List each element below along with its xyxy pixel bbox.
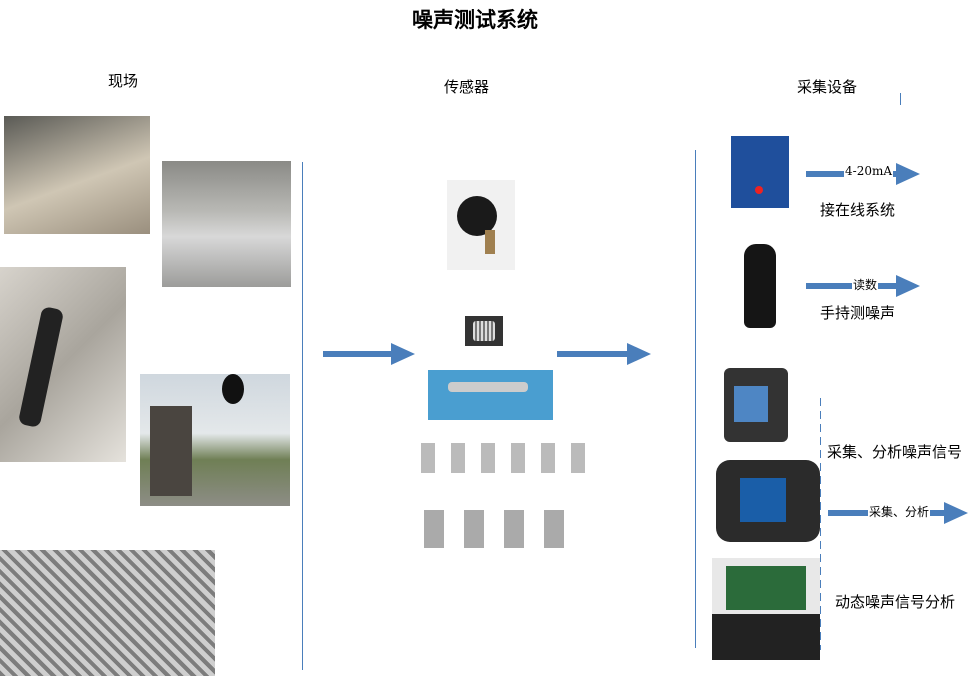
microphone-set-photo xyxy=(428,370,553,420)
arrow-4-20ma: 4-20mA xyxy=(806,163,922,185)
column-label-acquisition: 采集设备 xyxy=(797,78,858,96)
car-interior-photo xyxy=(4,116,150,234)
arrow-acquire-analyze: 采集、分析 xyxy=(828,502,970,524)
column-label-sensor: 传感器 xyxy=(444,78,490,96)
arrow-label: 4-20mA xyxy=(844,164,894,178)
car-engine-test-photo xyxy=(162,161,291,287)
divider-line-left xyxy=(302,162,303,670)
arrow-field-to-sensor xyxy=(323,343,415,365)
page-title: 噪声测试系统 xyxy=(412,7,538,32)
multichannel-analyzer-photo xyxy=(716,460,820,542)
laptop-photo xyxy=(712,558,820,660)
device-caption: 采集、分析噪声信号 xyxy=(827,443,963,461)
microphone-row-photo xyxy=(415,443,595,473)
column-label-field: 现场 xyxy=(108,72,139,90)
microphone-capsule-photo xyxy=(465,316,503,346)
microphone-large-row-photo xyxy=(420,510,570,548)
sound-level-meter-photo xyxy=(744,244,776,328)
engine-microphone-photo xyxy=(0,267,126,462)
dashed-bracket-line xyxy=(820,398,821,650)
arrow-sensor-to-acquisition xyxy=(557,343,651,365)
divider-line-right xyxy=(695,150,696,648)
device-caption: 动态噪声信号分析 xyxy=(835,593,956,611)
device-caption: 接在线系统 xyxy=(820,201,896,219)
divider-tick xyxy=(900,93,901,105)
arrow-reading: 读数 xyxy=(806,275,922,297)
sound-conditioner-photo xyxy=(731,136,789,208)
portable-analyzer-photo xyxy=(724,368,788,442)
arrow-label: 读数 xyxy=(852,276,879,293)
microphone-windscreen-photo xyxy=(447,180,515,270)
outdoor-noise-monitor-photo xyxy=(140,374,290,506)
anechoic-chamber-photo xyxy=(0,550,215,676)
arrow-label: 采集、分析 xyxy=(868,503,931,520)
device-caption: 手持测噪声 xyxy=(820,304,896,322)
